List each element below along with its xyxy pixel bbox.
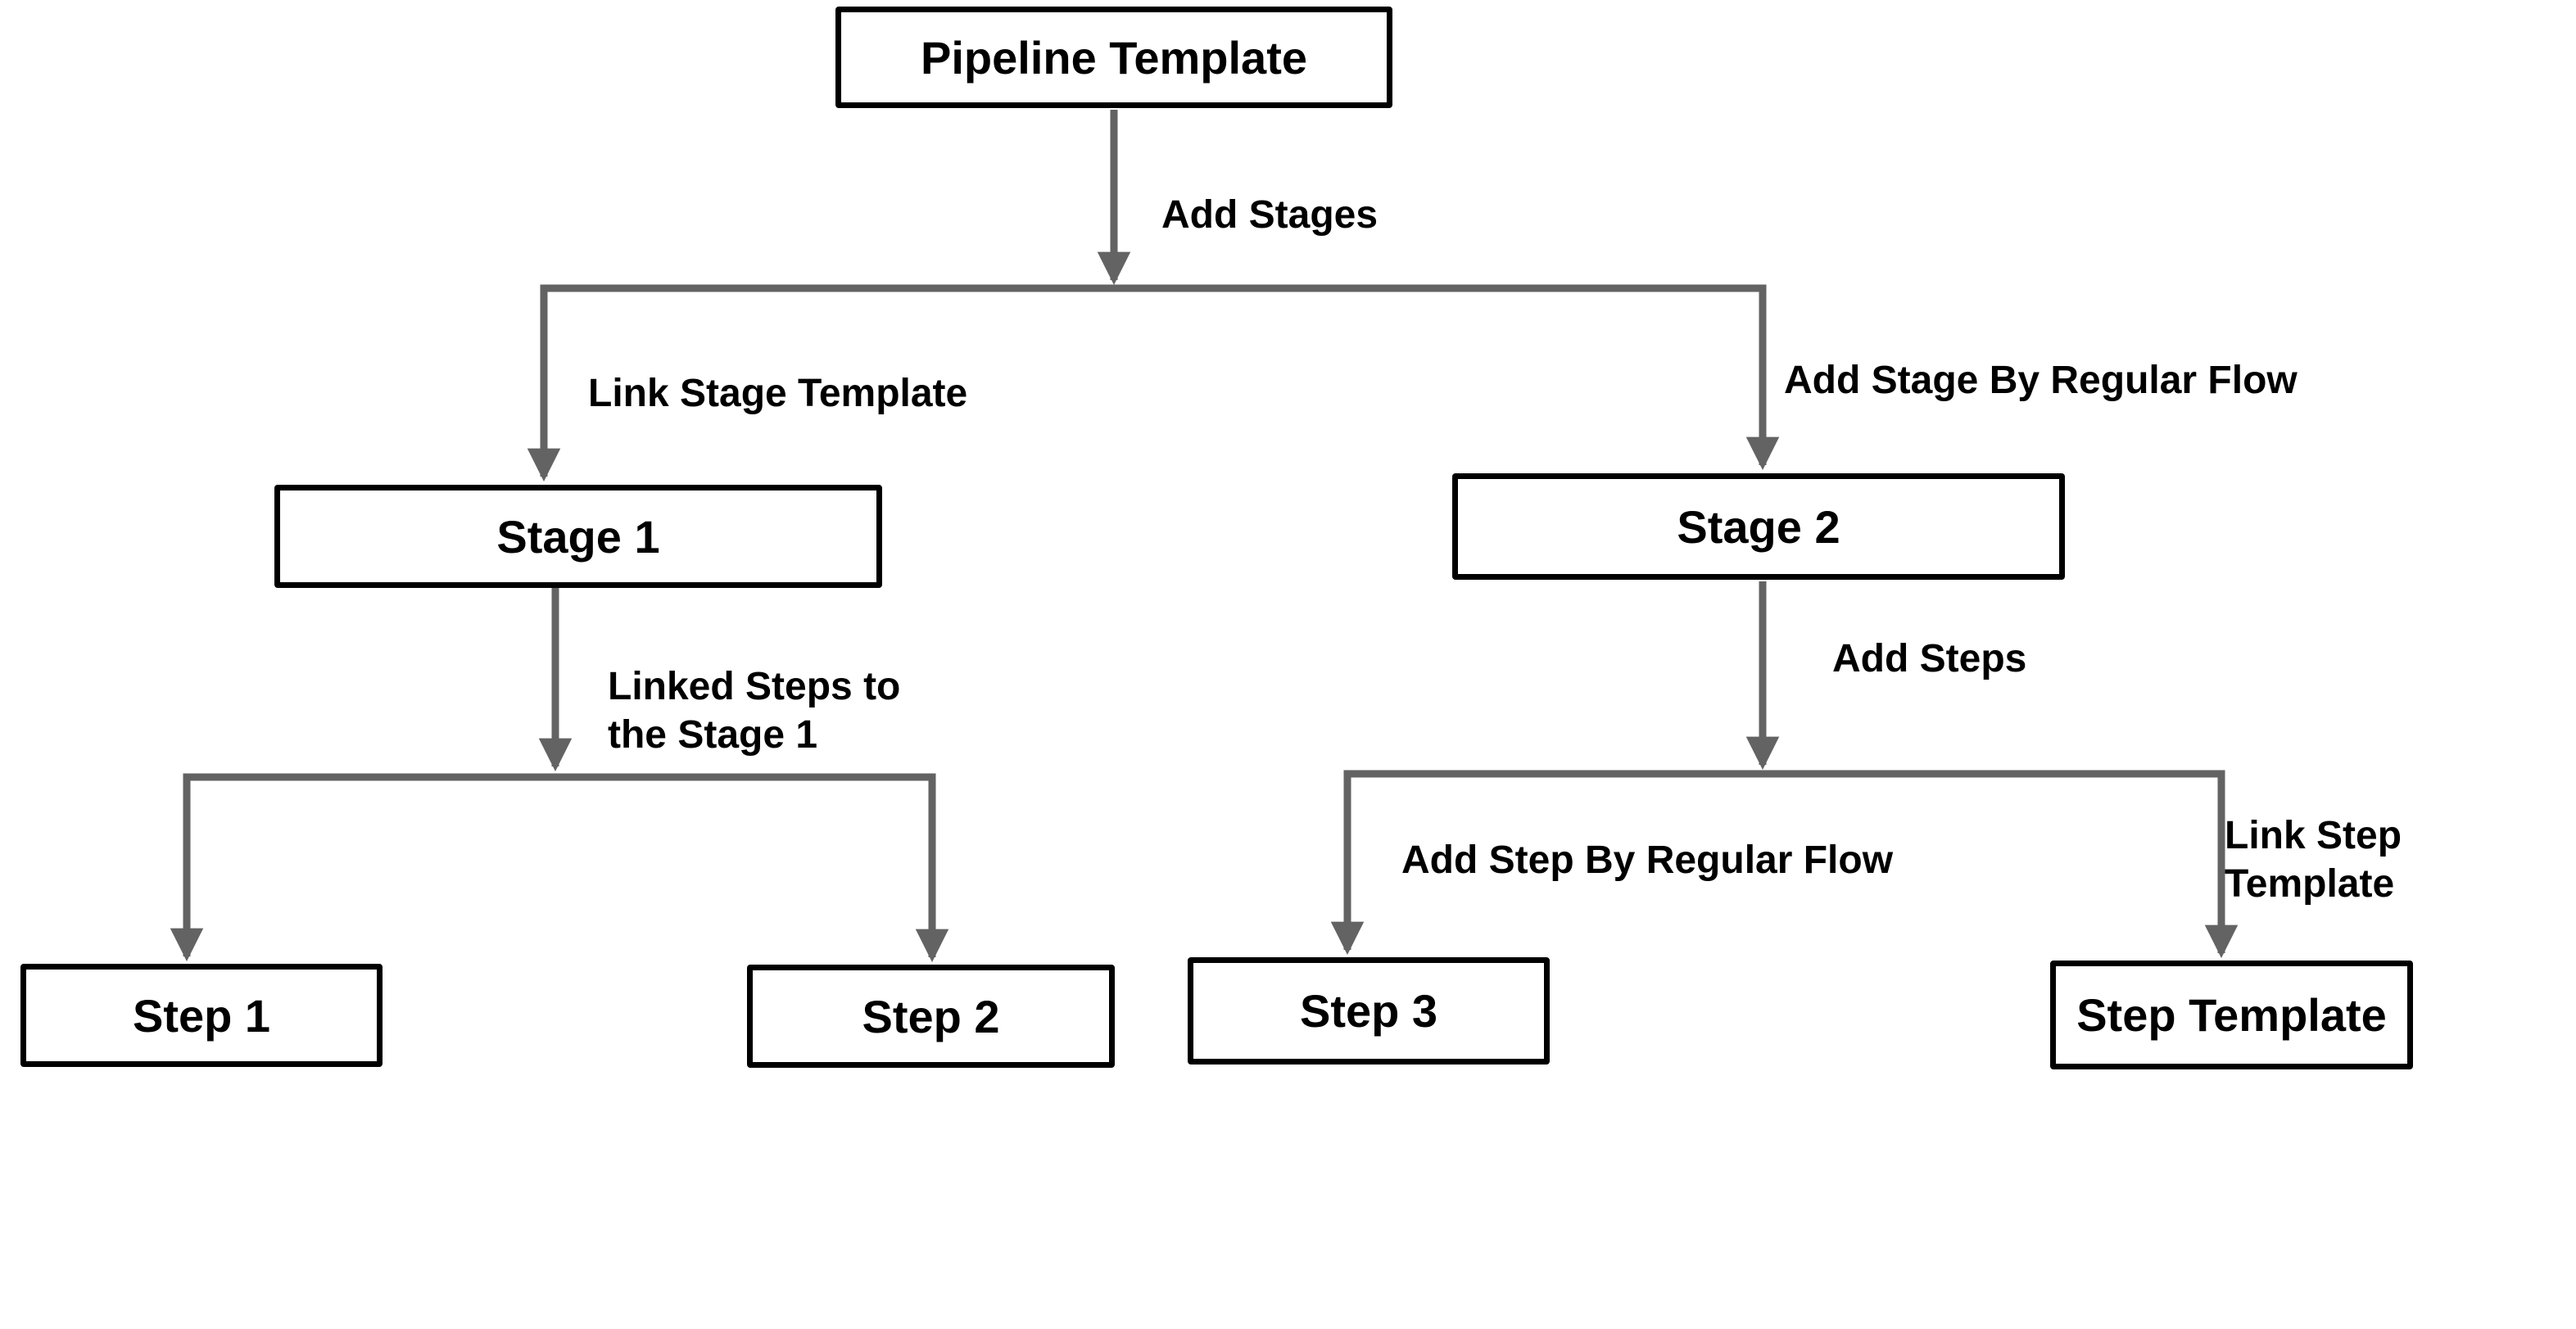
node-stage-1: Stage 1 xyxy=(274,485,882,588)
edge-branch-to-stage2 xyxy=(1114,284,1780,471)
edge-label-add-step-by-regular-flow: Add Step By Regular Flow xyxy=(1401,839,1894,882)
edge-branch-to-steptemplate xyxy=(1763,770,2239,959)
node-step-template: Step Template xyxy=(2050,961,2413,1069)
node-stage-2: Stage 2 xyxy=(1452,473,2065,580)
edge-label-add-stage-by-regular-flow: Add Stage By Regular Flow xyxy=(1784,359,2298,402)
node-step-1: Step 1 xyxy=(20,964,383,1067)
edge-label-add-stages: Add Stages xyxy=(1161,193,1379,237)
edge-label-linked-steps-to-the-stage-1: Linked Steps to the Stage 1 xyxy=(608,665,901,757)
node-step-3: Step 3 xyxy=(1188,957,1550,1065)
node-pipeline-template: Pipeline Template xyxy=(835,7,1392,108)
edge-branch-to-step3 xyxy=(1330,770,1763,956)
edge-label-add-steps: Add Steps xyxy=(1832,637,2027,680)
edge-branch-to-step2 xyxy=(555,773,949,963)
edge-branch-to-stage1 xyxy=(527,284,1114,482)
edge-branch-to-step1 xyxy=(170,773,555,962)
edge-label-link-step-template: Link Step Template xyxy=(2225,814,2402,906)
edge-label-link-stage-template: Link Stage Template xyxy=(588,372,968,415)
node-step-2: Step 2 xyxy=(747,965,1115,1068)
